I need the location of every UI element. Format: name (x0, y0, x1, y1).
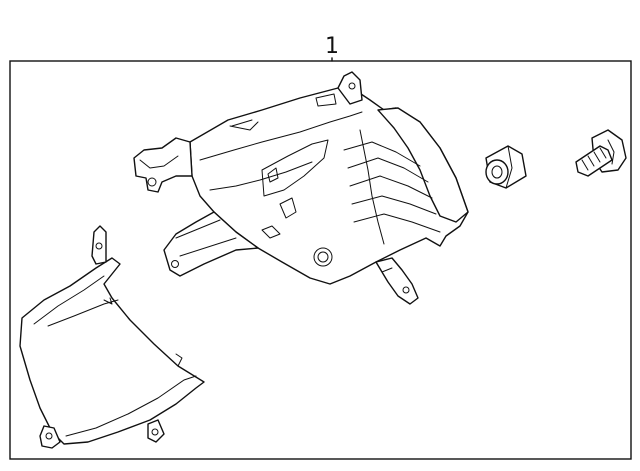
assembly-frame (9, 60, 632, 460)
screw (575, 129, 627, 177)
callout-label-1: 1 (325, 34, 339, 59)
fog-lamp-housing (133, 71, 469, 305)
bezel-cover (19, 225, 205, 449)
bushing (485, 145, 527, 189)
